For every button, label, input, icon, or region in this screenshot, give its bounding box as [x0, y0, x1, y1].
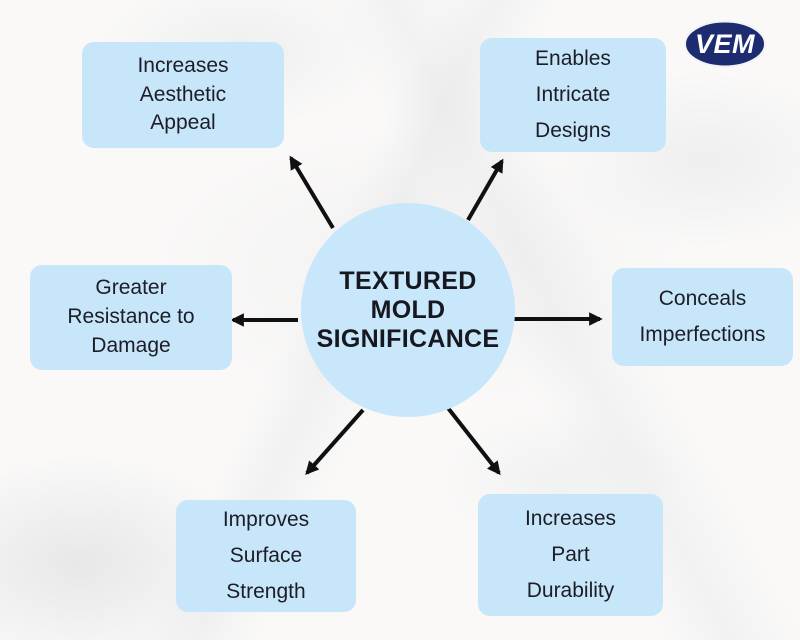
- center-topic-label: TEXTURED MOLD SIGNIFICANCE: [316, 266, 500, 353]
- vem-logo: VEM: [684, 20, 766, 68]
- node-conceals-imperfections-label: Conceals Imperfections: [639, 287, 766, 346]
- arrow-to-top-right: [466, 158, 504, 221]
- arrow-to-bottom-left: [305, 408, 365, 476]
- arrow-to-top-left: [289, 155, 335, 230]
- node-intricate-designs: Enables Intricate Designs: [480, 38, 666, 152]
- node-surface-strength-label: Improves Surface Strength: [222, 508, 310, 603]
- node-resistance-to-damage: Greater Resistance to Damage: [30, 265, 232, 370]
- node-surface-strength: Improves Surface Strength: [176, 500, 356, 612]
- arrow-to-bottom-right: [446, 406, 501, 476]
- vem-logo-text: VEM: [695, 29, 755, 59]
- node-intricate-designs-label: Enables Intricate Designs: [535, 47, 611, 142]
- center-topic-circle: TEXTURED MOLD SIGNIFICANCE: [301, 203, 515, 417]
- vem-logo-ellipse: [684, 20, 766, 68]
- node-aesthetic-appeal-label: Increases Aesthetic Appeal: [137, 53, 229, 135]
- node-part-durability: Increases Part Durability: [478, 494, 663, 616]
- node-resistance-to-damage-label: Greater Resistance to Damage: [67, 276, 195, 357]
- node-aesthetic-appeal: Increases Aesthetic Appeal: [82, 42, 284, 148]
- node-conceals-imperfections: Conceals Imperfections: [612, 268, 793, 366]
- node-part-durability-label: Increases Part Durability: [524, 507, 617, 602]
